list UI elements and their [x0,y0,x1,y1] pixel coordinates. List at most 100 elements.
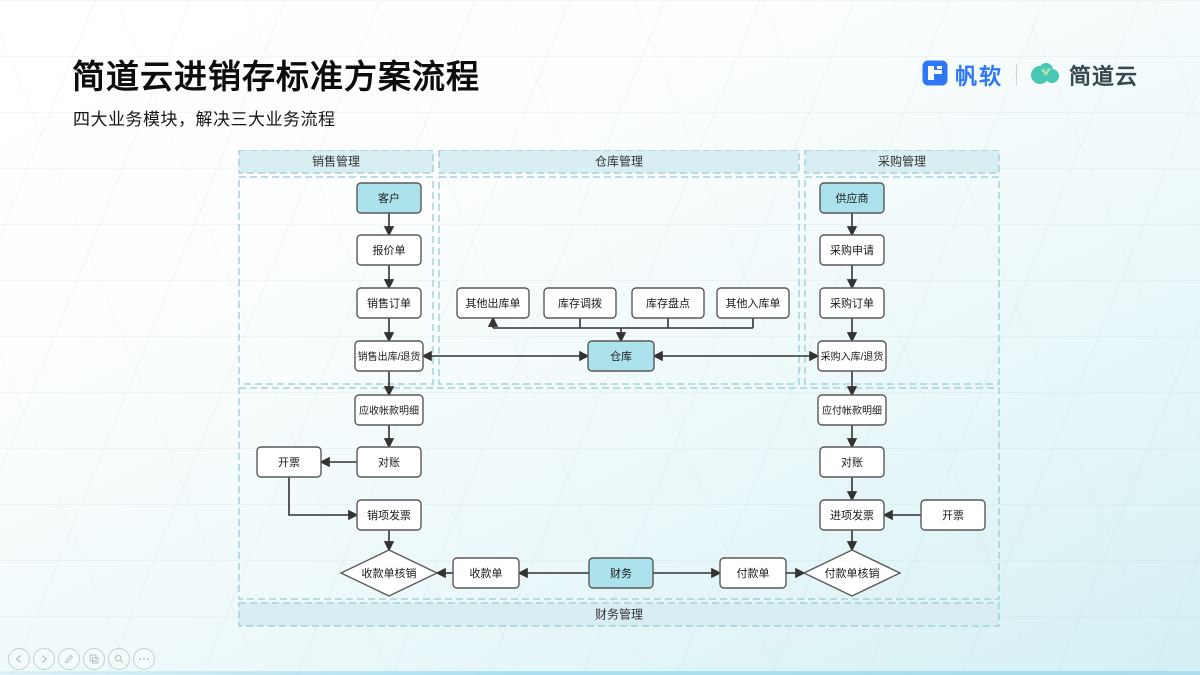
flow-node-shape-purchase-request [819,234,885,266]
page-subtitle: 四大业务模块，解决三大业务流程 [73,110,336,129]
flow-node-label-receipt-order: 收款单 [470,566,503,580]
flow-node-shape-output-invoice [356,499,422,531]
flow-node-receipt-writeoff: 收款单核销 [339,549,439,597]
flow-node-sales-order: 销售订单 [356,287,422,319]
region-header-purchase-management [804,149,1000,174]
flow-node-shape-quotation [356,234,422,266]
flow-edge-7 [288,477,359,521]
fanruan-logo-text: 帆软 [954,64,1003,89]
pen-annotate-button[interactable] [58,648,80,670]
flow-node-warehouse: 仓库 [587,340,655,372]
flow-node-shape-warehouse [587,340,655,372]
flow-node-shape-supplier [819,182,885,214]
flow-node-shape-stock-transfer [543,287,617,319]
jiandaoyun-cloud-icon [1030,61,1062,90]
flow-node-label-reconciliation-left: 对账 [378,455,400,469]
flow-node-label-other-outbound: 其他出库单 [466,296,521,310]
flow-node-label-purchase-inbound-return: 采购入库/退货 [821,350,884,363]
region-frame-purchase-body [804,176,1000,385]
flow-node-invoice-left: 开票 [256,446,322,478]
magnifier-icon [114,654,124,664]
slide-bottom-edge [0,671,1200,675]
page-title: 简道云进销存标准方案流程 [72,58,480,95]
flow-node-label-supplier: 供应商 [836,191,869,205]
jiandaoyun-logo: 简道云 [1030,59,1138,91]
flow-node-label-stock-count: 库存盘点 [646,296,690,310]
logo-divider [1015,64,1017,86]
jiandaoyun-logo-text: 简道云 [1068,64,1138,89]
flow-node-output-invoice: 销项发票 [356,499,422,531]
flow-node-shape-receipt-order [452,557,520,589]
flow-node-label-stock-transfer: 库存调拨 [558,296,602,310]
flow-node-label-purchase-order: 采购订单 [830,296,874,310]
flow-node-reconciliation-left: 对账 [356,446,422,478]
region-frame-sales-body [238,176,434,385]
flow-node-label-other-inbound: 其他入库单 [726,297,781,310]
flow-node-shape-finance [588,557,654,589]
flow-node-shape-input-invoice [819,499,885,531]
flow-node-label-receivable-detail: 应收帐款明细 [359,404,419,417]
flow-node-label-purchase-request: 采购申请 [830,243,874,257]
flow-node-label-invoice-right: 开票 [942,509,964,522]
flow-node-finance: 财务 [588,557,654,589]
flow-node-customer: 客户 [356,182,422,214]
presentation-toolbar [8,648,155,670]
brand-logos: 帆软 简道云 [922,58,1138,92]
flow-node-invoice-right: 开票 [920,499,986,531]
flow-node-payment-order: 付款单 [719,557,787,589]
slides-icon [89,654,99,664]
flow-node-label-sales-order: 销售订单 [367,296,411,310]
region-header-warehouse-management [438,149,800,174]
flow-node-supplier: 供应商 [819,182,885,214]
flow-node-shape-other-outbound [456,287,530,319]
flow-node-label-payable-detail: 应付帐款明细 [822,404,882,417]
flow-node-label-sales-outbound-return: 销售出库/退货 [358,350,421,363]
flow-node-shape-sales-outbound-return [354,340,424,372]
flow-node-shape-reconciliation-right [819,446,885,478]
flow-node-stock-count: 库存盘点 [631,287,705,319]
flow-node-shape-sales-order [356,287,422,319]
flow-node-label-customer: 客户 [378,191,400,205]
flow-node-shape-other-inbound [716,287,790,319]
flow-node-shape-invoice-left [256,446,322,478]
previous-slide-button[interactable] [8,648,30,670]
flow-node-shape-purchase-order [819,287,885,319]
region-header-finance-management [238,602,1000,627]
flow-node-label-invoice-left: 开票 [278,456,300,469]
region-header-label-purchase-management: 采购管理 [878,154,926,169]
flow-node-shape-receipt-writeoff [339,549,439,597]
ellipsis-icon [138,657,150,661]
flow-node-stock-transfer: 库存调拨 [543,287,617,319]
slides-panel-button[interactable] [83,648,105,670]
flow-node-label-payment-writeoff: 付款单核销 [825,566,880,580]
flow-node-shape-customer [356,182,422,214]
flow-node-label-payment-order: 付款单 [737,566,770,580]
flow-node-shape-invoice-right [920,499,986,531]
flow-node-label-warehouse: 仓库 [610,349,632,363]
flow-node-purchase-inbound-return: 采购入库/退货 [817,340,887,372]
region-header-sales-management [238,149,434,174]
region-header-label-warehouse-management: 仓库管理 [595,154,643,169]
more-options-button[interactable] [133,648,155,670]
flowchart: 销售管理仓库管理采购管理财务管理客户报价单销售订单销售出库/退货应收帐款明细对账… [237,149,1003,632]
flow-node-payable-detail: 应付帐款明细 [817,394,887,426]
flow-node-sales-outbound-return: 销售出库/退货 [354,340,424,372]
next-slide-button[interactable] [33,648,55,670]
flow-node-purchase-order: 采购订单 [819,287,885,319]
flow-node-label-input-invoice: 进项发票 [830,508,874,522]
zoom-button[interactable] [108,648,130,670]
flow-node-purchase-request: 采购申请 [819,234,885,266]
flow-node-shape-purchase-inbound-return [817,340,887,372]
flow-node-label-reconciliation-right: 对账 [841,455,863,469]
flow-node-shape-payment-writeoff [802,549,902,597]
fanruan-icon [922,60,948,91]
fanruan-logo: 帆软 [922,59,1003,91]
flow-node-other-inbound: 其他入库单 [716,287,790,319]
flow-node-label-output-invoice: 销项发票 [367,508,411,522]
flow-node-quotation: 报价单 [356,234,422,266]
region-frame-warehouse-body [438,176,800,385]
flow-node-receipt-order: 收款单 [452,557,520,589]
flow-node-receivable-detail: 应收帐款明细 [354,394,424,426]
region-frame-finance-body [238,387,1000,600]
flow-node-shape-reconciliation-left [356,446,422,478]
